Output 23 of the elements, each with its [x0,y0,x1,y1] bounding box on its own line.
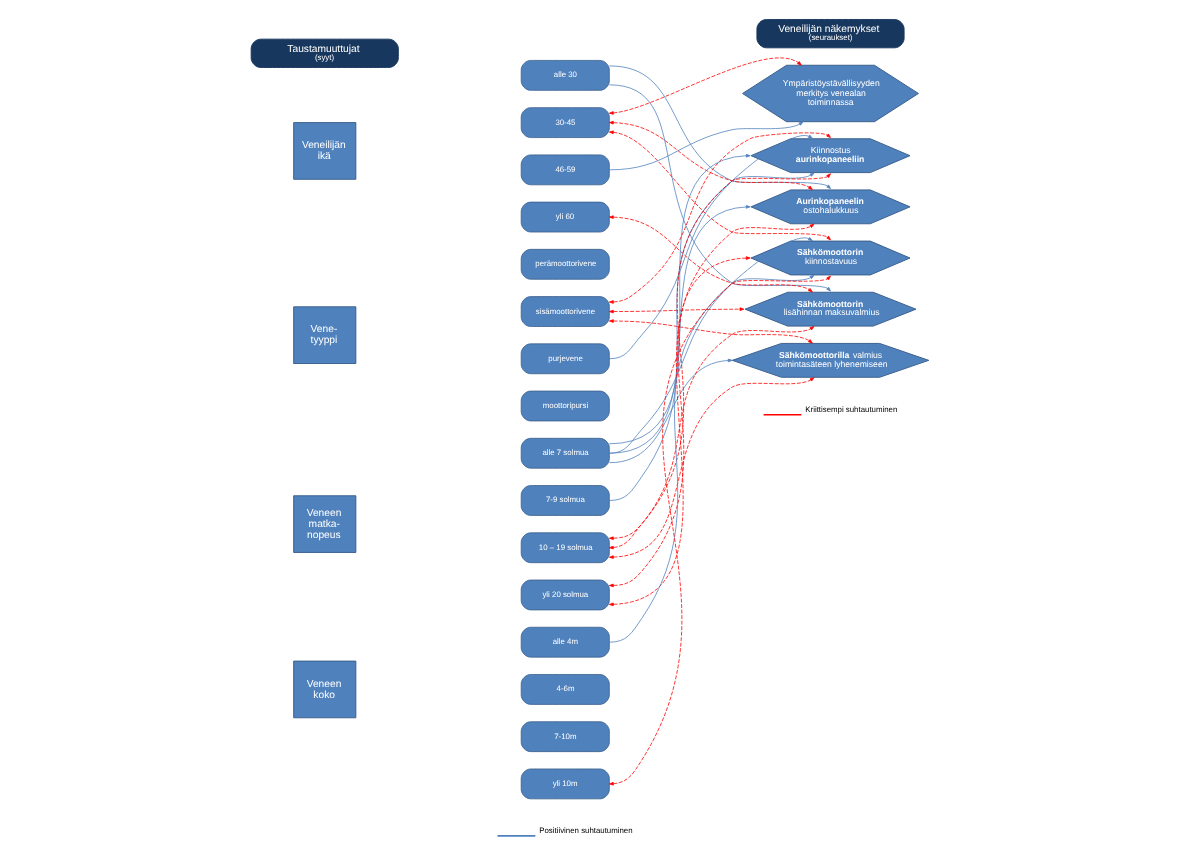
arrow [607,120,812,190]
arrow [607,237,812,454]
arrow [607,132,830,304]
arrow [607,274,814,643]
arrow [607,377,814,559]
arrow [607,326,814,550]
arrow [607,205,750,454]
arrow [607,223,814,588]
arrow [607,275,830,786]
arrow [607,65,830,190]
arrow [607,215,812,293]
arrow [607,57,801,115]
arrow [607,307,744,314]
arrow [607,134,812,360]
arrow [607,84,830,292]
arrow [607,172,814,501]
arrow [607,358,732,464]
arrow [607,121,803,171]
arrow [607,173,830,540]
arrow [607,319,812,344]
arrow [607,256,750,607]
arrow [607,130,830,241]
arrow [607,153,750,445]
